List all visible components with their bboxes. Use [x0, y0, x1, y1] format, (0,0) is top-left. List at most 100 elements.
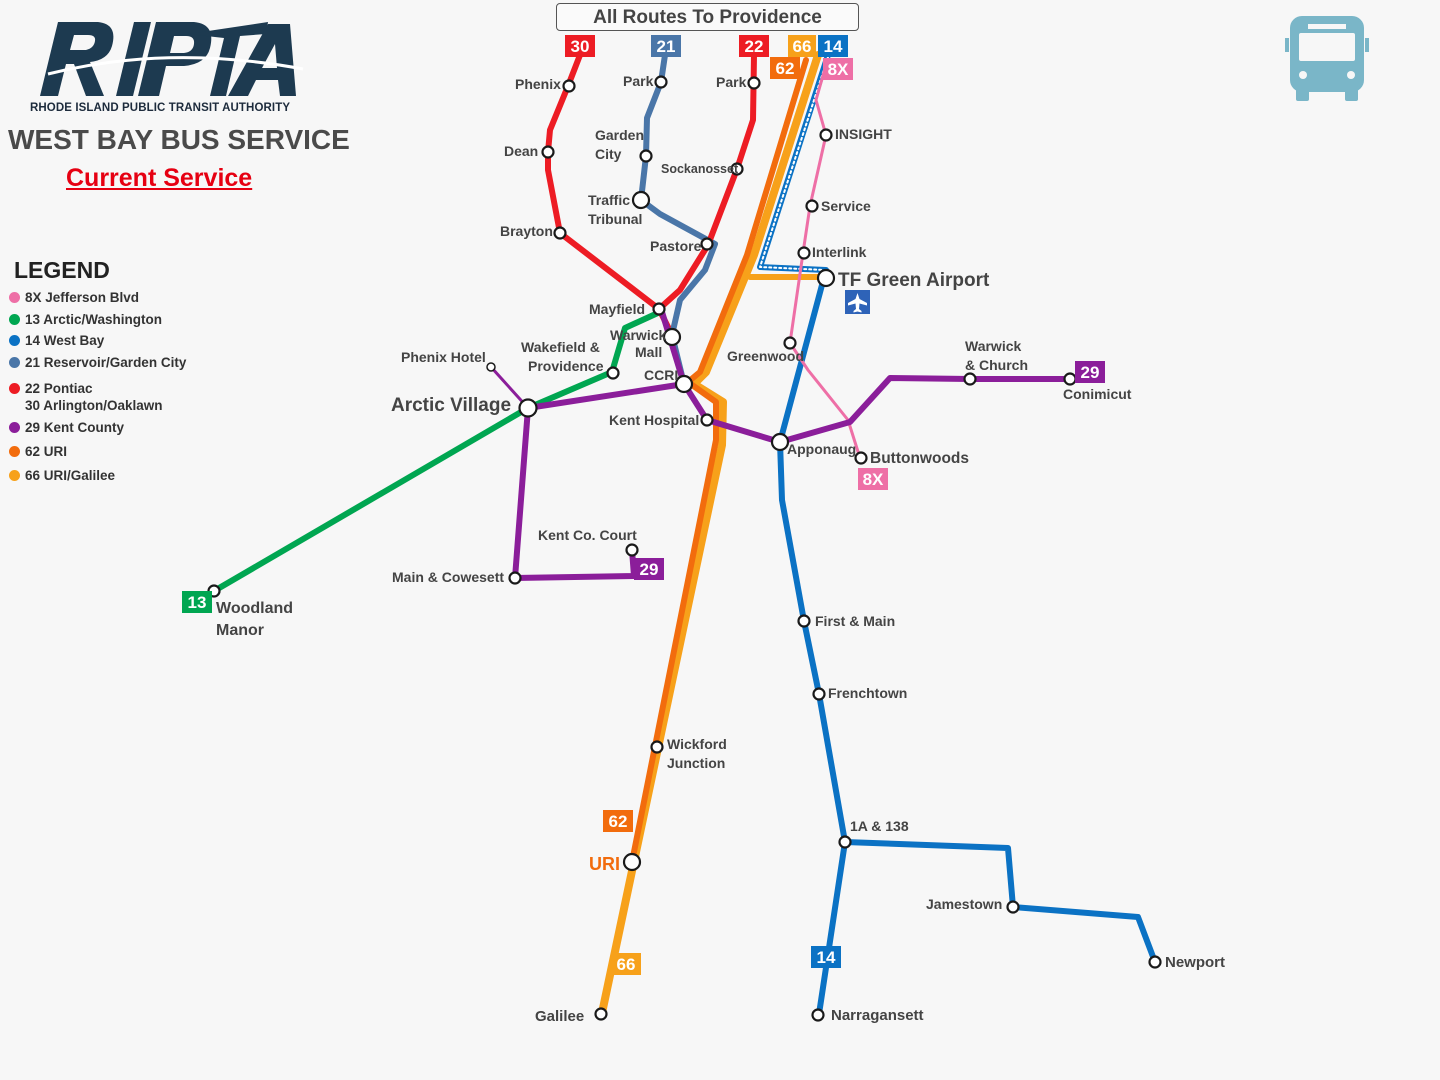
stop-traffic-tribunal[interactable] — [631, 190, 651, 210]
stop-narragansett[interactable] — [811, 1008, 825, 1022]
stop-ccri[interactable] — [674, 374, 694, 394]
stop-apponaug[interactable] — [770, 432, 790, 452]
stop-galilee[interactable] — [594, 1007, 608, 1021]
legend-dot — [9, 356, 20, 368]
label-junction: Junction — [667, 755, 725, 771]
stop-warwick-mall[interactable] — [662, 327, 682, 347]
stop-phenix[interactable] — [562, 79, 576, 93]
route-29-hotel-spur[interactable] — [489, 365, 530, 410]
legend-label-secondary: 30 Arlington/Oaklawn — [25, 397, 163, 413]
stop-brayton[interactable] — [553, 226, 567, 240]
stop-tf-green[interactable] — [816, 268, 836, 288]
stop-conimicut[interactable] — [1063, 372, 1077, 386]
svg-text:30: 30 — [571, 37, 590, 56]
stop-wakefield-providence[interactable] — [606, 366, 620, 380]
stop-1a-138[interactable] — [838, 835, 852, 849]
route-62-line[interactable] — [629, 57, 809, 865]
route-14-line[interactable] — [757, 52, 848, 1017]
stop-frenchtown[interactable] — [812, 687, 826, 701]
label-mayfield: Mayfield — [589, 301, 645, 317]
svg-text:14: 14 — [824, 37, 843, 56]
stop-woodland-manor[interactable] — [207, 584, 221, 598]
svg-text:14: 14 — [817, 948, 836, 967]
legend-label: 21 Reservoir/Garden City — [25, 354, 187, 370]
badge-13[interactable]: 13 — [182, 591, 212, 613]
badge-22[interactable]: 22 — [739, 35, 769, 57]
badge-29-court[interactable]: 29 — [634, 558, 664, 580]
stop-phenix-hotel[interactable] — [486, 362, 496, 372]
route-66-line[interactable] — [598, 51, 822, 1017]
stop-first-main[interactable] — [797, 614, 811, 628]
label-1a-138: 1A & 138 — [850, 818, 909, 834]
stop-park-22[interactable] — [747, 76, 761, 90]
route-22-line[interactable] — [656, 52, 757, 312]
stop-wickford-junction[interactable] — [650, 740, 664, 754]
badge-8x-top[interactable]: 8X — [823, 58, 853, 80]
label-kent-hospital: Kent Hospital — [609, 412, 699, 428]
badge-30[interactable]: 30 — [565, 35, 595, 57]
route-13-line[interactable] — [211, 309, 663, 594]
route-21-line[interactable] — [638, 52, 718, 387]
badge-14-south[interactable]: 14 — [811, 946, 841, 968]
stop-garden-city[interactable] — [639, 149, 653, 163]
stop-main-cowesett[interactable] — [508, 571, 522, 585]
label-jamestown: Jamestown — [926, 896, 1002, 912]
stop-dean[interactable] — [541, 145, 555, 159]
badge-29-right[interactable]: 29 — [1075, 361, 1105, 383]
route-14-jamestown-branch[interactable] — [842, 839, 1158, 965]
airplane-icon — [845, 290, 870, 314]
svg-text:8X: 8X — [863, 470, 884, 489]
route-14-dotted-overlay — [759, 56, 829, 271]
legend-title: LEGEND — [14, 257, 110, 283]
stop-insight[interactable] — [819, 128, 833, 142]
stop-pastore[interactable] — [700, 237, 714, 251]
label-tf-green: TF Green Airport — [838, 270, 990, 291]
label-woodland: Woodland — [216, 600, 293, 617]
stop-newport[interactable] — [1148, 955, 1162, 969]
legend-item-29: 29 Kent County — [9, 419, 186, 443]
service-subtitle[interactable]: Current Service — [66, 164, 253, 192]
label-newport: Newport — [1165, 954, 1225, 971]
route-30-line[interactable] — [545, 52, 675, 338]
stop-kent-hospital[interactable] — [700, 413, 714, 427]
badge-62-top[interactable]: 62 — [770, 57, 800, 79]
legend-dot — [9, 313, 20, 325]
stop-buttonwoods[interactable] — [854, 451, 868, 465]
stop-sockanosset[interactable] — [730, 162, 744, 176]
stop-mayfield[interactable] — [652, 302, 666, 316]
label-phenix: Phenix — [515, 76, 561, 92]
badge-14-top[interactable]: 14 — [818, 35, 848, 57]
stop-service[interactable] — [805, 199, 819, 213]
stop-warwick-church[interactable] — [963, 372, 977, 386]
stop-arctic-village[interactable] — [518, 398, 538, 418]
badge-21[interactable]: 21 — [651, 35, 681, 57]
route-8x-line[interactable] — [788, 63, 862, 460]
stop-jamestown[interactable] — [1006, 900, 1020, 914]
label-galilee: Galilee — [535, 1008, 584, 1025]
label-providence: Providence — [528, 358, 604, 374]
svg-text:29: 29 — [1081, 363, 1100, 382]
route-29-east-line[interactable] — [681, 375, 1073, 445]
svg-text:62: 62 — [609, 812, 628, 831]
label-frenchtown: Frenchtown — [828, 685, 907, 701]
stop-interlink[interactable] — [797, 246, 811, 260]
badge-8x-bottom[interactable]: 8X — [858, 468, 888, 490]
stop-uri[interactable] — [622, 852, 642, 872]
service-title: WEST BAY BUS SERVICE — [8, 124, 350, 155]
route-29-line[interactable] — [512, 309, 687, 581]
stop-park-21[interactable] — [654, 75, 668, 89]
legend-label: 66 URI/Galilee — [25, 467, 116, 483]
badge-62-uri[interactable]: 62 — [603, 810, 633, 832]
legend-item-8x: 8X Jefferson Blvd — [9, 289, 186, 311]
badge-66-top[interactable]: 66 — [788, 35, 816, 57]
legend-label: 13 Arctic/Washington — [25, 311, 163, 327]
all-routes-header[interactable]: All Routes To Providence — [556, 3, 859, 31]
badge-66-galilee[interactable]: 66 — [611, 953, 641, 975]
label-greenwood: Greenwood — [727, 348, 804, 364]
legend-label: 62 URI — [25, 443, 68, 459]
stop-greenwood[interactable] — [783, 336, 797, 350]
label-narragansett: Narragansett — [831, 1007, 924, 1024]
legend-item-66: 66 URI/Galilee — [9, 467, 186, 489]
stop-kent-court[interactable] — [625, 543, 639, 557]
